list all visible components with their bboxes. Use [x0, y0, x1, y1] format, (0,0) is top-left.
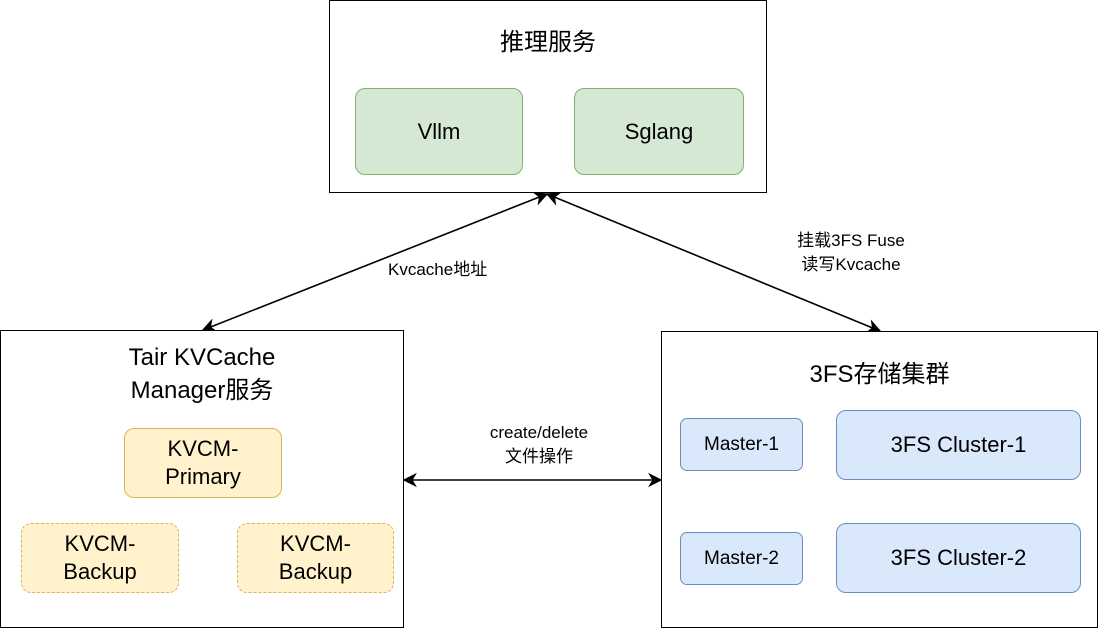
- kvcm-backup-node-2[interactable]: KVCM- Backup: [237, 523, 394, 593]
- kvcm-backup-1-line2: Backup: [63, 559, 137, 584]
- kvcm-primary-line2: Primary: [165, 464, 241, 489]
- master-2-node[interactable]: Master-2: [680, 532, 803, 585]
- kvcm-backup-1-line1: KVCM-: [64, 531, 136, 556]
- master-1-label: Master-1: [704, 433, 779, 455]
- kvcm-backup-node-1[interactable]: KVCM- Backup: [21, 523, 179, 593]
- inference-service-title: 推理服务: [500, 29, 596, 56]
- sglang-label: Sglang: [624, 118, 694, 144]
- edge-label-3fs-fuse-line2: 读写Kvcache: [801, 255, 901, 274]
- kvcm-primary-node[interactable]: KVCM- Primary: [124, 428, 282, 498]
- kvcache-manager-title-line1: Tair KVCache: [128, 344, 276, 371]
- 3fs-storage-title: 3FS存储集群: [809, 361, 950, 388]
- 3fs-cluster-1-node[interactable]: 3FS Cluster-1: [836, 410, 1081, 480]
- kvcache-manager-title: Tair KVCache Manager服务: [1, 341, 403, 407]
- edge-label-3fs-fuse-line1: 挂载3FS Fuse: [797, 231, 905, 250]
- kvcm-backup-2-line1: KVCM-: [280, 531, 351, 556]
- master-2-label: Master-2: [704, 547, 779, 569]
- sglang-node[interactable]: Sglang: [574, 88, 744, 175]
- edge-inference-manager: [201, 192, 549, 332]
- kvcm-backup-2-line2: Backup: [278, 559, 353, 584]
- 3fs-storage-panel: 3FS存储集群 Master-1 3FS Cluster-1 Master-2 …: [661, 331, 1098, 628]
- inference-service-panel: 推理服务 Vllm Sglang: [329, 0, 767, 193]
- edge-label-3fs-fuse: 挂载3FS Fuse 读写Kvcache: [776, 229, 926, 277]
- edge-label-file-ops-line2: 文件操作: [505, 447, 573, 466]
- vllm-label: Vllm: [417, 118, 461, 144]
- kvcache-manager-title-line2: Manager服务: [130, 377, 274, 404]
- edge-label-file-ops: create/delete 文件操作: [469, 421, 609, 469]
- kvcm-primary-line1: KVCM-: [167, 436, 239, 461]
- 3fs-cluster-1-label: 3FS Cluster-1: [890, 432, 1027, 457]
- 3fs-cluster-2-label: 3FS Cluster-2: [890, 545, 1027, 570]
- 3fs-cluster-2-node[interactable]: 3FS Cluster-2: [836, 523, 1081, 593]
- vllm-node[interactable]: Vllm: [355, 88, 523, 175]
- master-1-node[interactable]: Master-1: [680, 418, 803, 471]
- edge-label-file-ops-line1: create/delete: [489, 423, 589, 442]
- edge-label-kvcache-address: Kvcache地址: [388, 258, 488, 282]
- kvcache-manager-panel: Tair KVCache Manager服务 KVCM- Primary KVC…: [0, 330, 404, 628]
